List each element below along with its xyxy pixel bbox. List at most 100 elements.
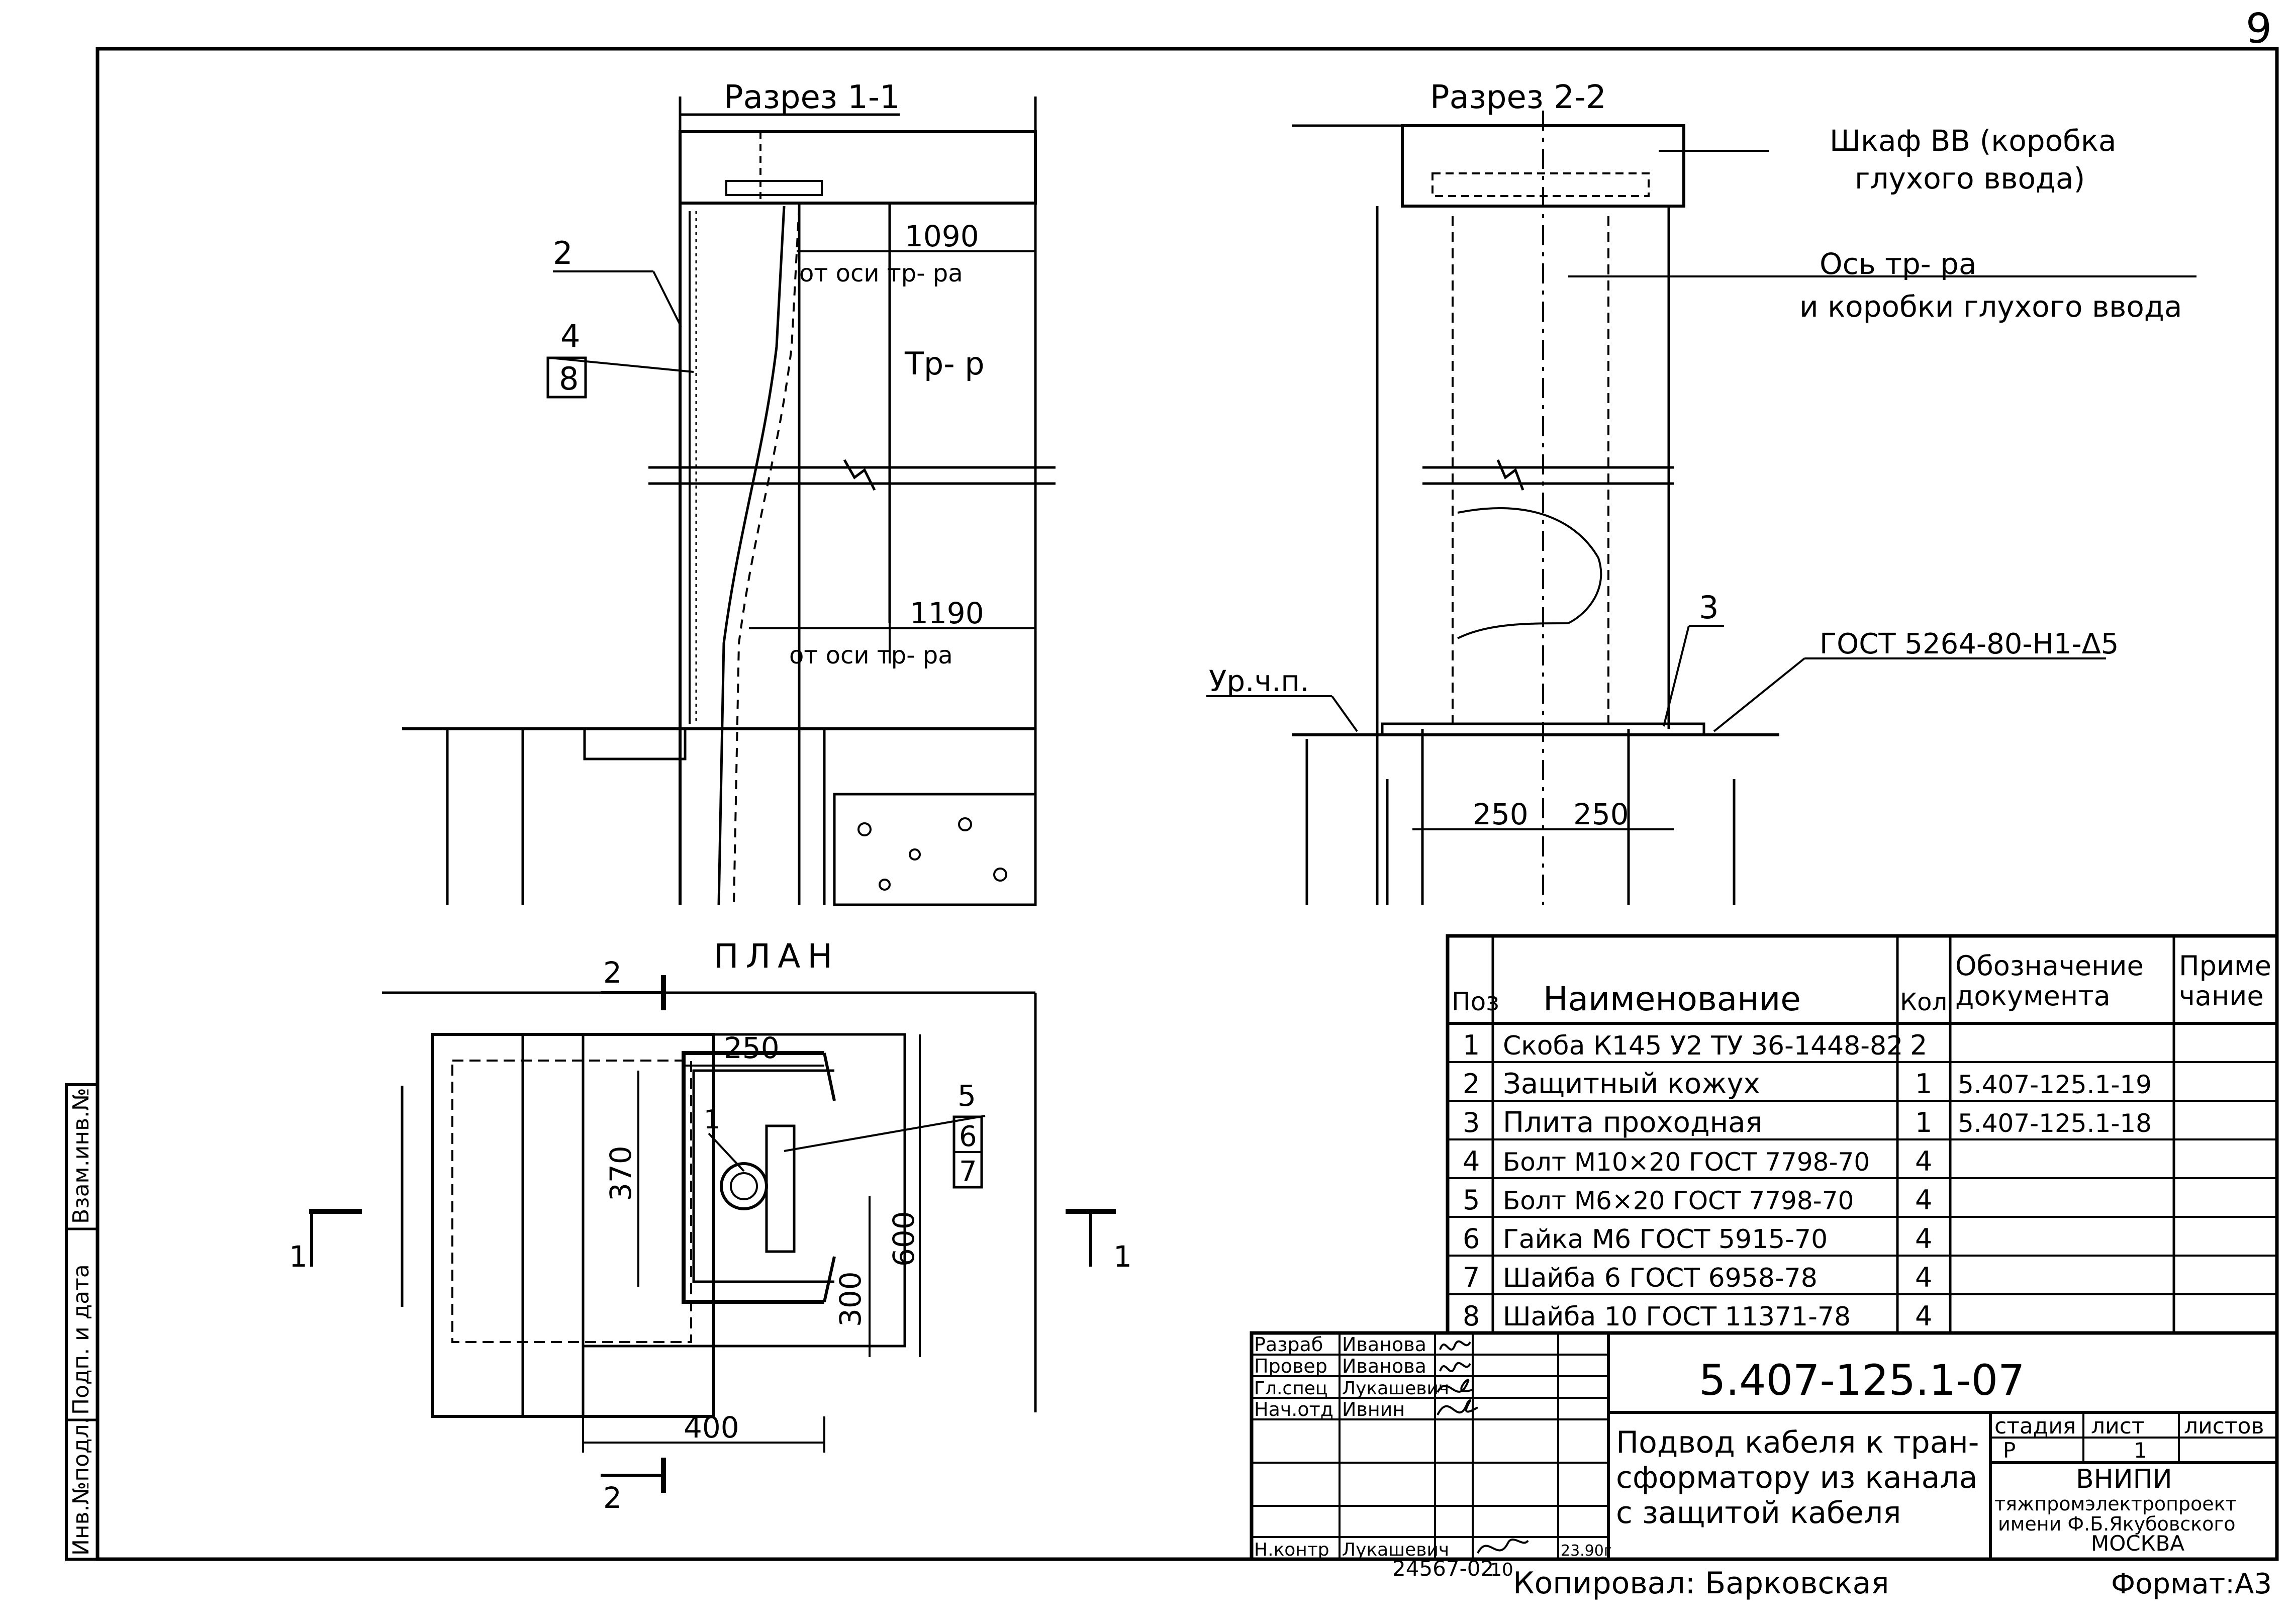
transformer-label: Тр- р xyxy=(904,345,985,382)
cabinet-label-1: Шкаф ВВ (коробка xyxy=(1830,124,2116,158)
callout-4: 4 xyxy=(560,318,580,354)
row1-pos: 1 xyxy=(1463,1029,1480,1061)
signature-5 xyxy=(1477,1539,1529,1554)
th-name: Наименование xyxy=(1543,980,1801,1018)
row4-pos: 4 xyxy=(1463,1145,1480,1177)
cabinet-label-2: глухого ввода) xyxy=(1855,161,2085,196)
sheet-value: 1 xyxy=(2134,1438,2147,1463)
callout-8: 8 xyxy=(559,360,579,397)
th-pos: Поз xyxy=(1452,987,1499,1016)
signature-4 xyxy=(1437,1399,1479,1415)
row6-qty: 4 xyxy=(1915,1223,1932,1255)
signature-3 xyxy=(1437,1379,1473,1393)
stamp-name-5: Лукашевич xyxy=(1342,1540,1449,1560)
row2-name: Защитный кожух xyxy=(1503,1068,1760,1100)
row4-name: Болт М10×20 ГОСТ 7798-70 xyxy=(1503,1148,1870,1177)
row7-name: Шайба 6 ГОСТ 6958-78 xyxy=(1503,1263,1818,1293)
org-line-3: имени Ф.Б.Якубовского xyxy=(1998,1513,2236,1535)
row2-doc: 5.407-125.1-19 xyxy=(1958,1070,2152,1099)
left-margin-strip: Инв.№подл. Подп. и дата Взам.инв.№ xyxy=(65,1083,99,1561)
dim-1090: 1090 xyxy=(905,219,979,253)
title-line-3: с защитой кабеля xyxy=(1616,1495,1901,1531)
dim-plan-400: 400 xyxy=(684,1410,739,1445)
sheet-frame xyxy=(96,47,2279,1561)
stamp-name-3: Лукашевич xyxy=(1342,1378,1449,1399)
row1-qty: 2 xyxy=(1910,1029,1927,1061)
row5-pos: 5 xyxy=(1463,1184,1480,1216)
dim-plan-250: 250 xyxy=(724,1031,780,1065)
row5-qty: 4 xyxy=(1915,1184,1932,1216)
row2-pos: 2 xyxy=(1463,1068,1480,1100)
th-note-2: чание xyxy=(2179,980,2264,1012)
plan-callout-5: 5 xyxy=(958,1079,976,1113)
plan-callout-7: 7 xyxy=(959,1156,977,1188)
stamp-role-2: Провер xyxy=(1254,1355,1327,1377)
stage-value: Р xyxy=(2003,1438,2016,1463)
th-note-1: Приме xyxy=(2179,950,2271,982)
weld-note: ГОСТ 5264-80-Н1-Δ5 xyxy=(1820,628,2119,660)
dim-plan-600: 600 xyxy=(887,1211,921,1267)
stamp-name-2: Иванова xyxy=(1342,1355,1426,1377)
dim-250-left: 250 xyxy=(1473,797,1529,831)
margin-label-replace: Взам.инв.№ xyxy=(68,1088,94,1224)
title-block: Разраб Иванова Провер Иванова Гл.спец Лу… xyxy=(1250,1331,2279,1561)
stage-label: стадия xyxy=(1994,1413,2076,1439)
stamp-role-1: Разраб xyxy=(1254,1333,1323,1356)
row2-qty: 1 xyxy=(1915,1068,1932,1100)
stamp-role-4: Нач.отд xyxy=(1254,1398,1333,1420)
cut-2-bottom-label: 2 xyxy=(603,1481,622,1515)
row4-qty: 4 xyxy=(1915,1145,1932,1177)
stamp-role-5: Н.контр xyxy=(1254,1540,1329,1560)
stamp-name-1: Иванова xyxy=(1342,1333,1426,1356)
dim-plan-300: 300 xyxy=(833,1271,868,1327)
document-code: 5.407-125.1-07 xyxy=(1699,1356,2025,1405)
dim-1090-note: от оси тр- ра xyxy=(799,259,963,288)
margin-label-inv: Инв.№подл. xyxy=(68,1417,94,1556)
row5-name: Болт М6×20 ГОСТ 7798-70 xyxy=(1503,1186,1854,1215)
sheet-format: Формат:А3 xyxy=(2111,1568,2272,1600)
row3-doc: 5.407-125.1-18 xyxy=(1958,1109,2152,1138)
row6-pos: 6 xyxy=(1463,1223,1480,1255)
plan-callout-6: 6 xyxy=(959,1120,977,1153)
axis-label-2: и коробки глухого ввода xyxy=(1799,290,2182,324)
cut-2-top-label: 2 xyxy=(603,956,622,990)
row3-name: Плита проходная xyxy=(1503,1106,1762,1139)
row6-name: Гайка М6 ГОСТ 5915-70 xyxy=(1503,1224,1828,1255)
org-line-1: ВНИПИ xyxy=(2076,1464,2172,1494)
plan-callout-1: 1 xyxy=(704,1105,720,1135)
callout-2: 2 xyxy=(553,235,572,271)
sheet-label: лист xyxy=(2091,1413,2145,1439)
spec-table: Поз Наименование Кол Обозначение докумен… xyxy=(1446,934,2279,1335)
section-1-title: Разрез 1-1 xyxy=(724,79,900,116)
dim-250-right: 250 xyxy=(1573,797,1629,831)
row7-pos: 7 xyxy=(1463,1262,1480,1293)
axis-label-1: Ось тр- ра xyxy=(1820,247,1977,281)
org-line-2: тяжпромэлектропроект xyxy=(1994,1493,2237,1515)
callout-3: 3 xyxy=(1699,589,1718,626)
signature-2 xyxy=(1439,1362,1471,1372)
copied-by: Копировал: Барковская xyxy=(1513,1566,1889,1601)
row1-name: Скоба К145 У2 ТУ 36-1448-82 xyxy=(1503,1031,1903,1061)
archive-number: 24567-02 xyxy=(1392,1556,1494,1581)
page-number: 9 xyxy=(2246,5,2272,53)
title-line-2: сформатору из канала xyxy=(1616,1460,1978,1495)
row8-qty: 4 xyxy=(1915,1300,1932,1332)
plan-title: ПЛАН xyxy=(714,937,839,976)
signature-1 xyxy=(1439,1340,1471,1351)
section-2-title: Разрез 2-2 xyxy=(1430,79,1606,116)
margin-label-sign: Подп. и дата xyxy=(68,1264,94,1415)
cut-1-right-label: 1 xyxy=(1113,1239,1132,1274)
th-doc-1: Обозначение xyxy=(1955,950,2144,982)
org-line-4: МОСКВА xyxy=(2091,1531,2184,1556)
stamp-name-4: Ивнин xyxy=(1342,1398,1405,1420)
th-qty: Кол xyxy=(1900,988,1947,1016)
row3-qty: 1 xyxy=(1915,1107,1932,1138)
section-1-1: Разрез 1-1 1090 от оси тр- ра Тр- р 1190… xyxy=(402,79,1056,906)
archive-number-suffix: 10 xyxy=(1490,1560,1513,1580)
plan-view: ПЛАН 2 2 1 1 250 xyxy=(289,937,1132,1515)
row7-qty: 4 xyxy=(1915,1262,1932,1293)
row8-pos: 8 xyxy=(1463,1300,1480,1332)
section-2-2: Разрез 2-2 Шкаф ВВ (коробка глухого ввод… xyxy=(1206,79,2196,905)
floor-level: Ур.ч.п. xyxy=(1209,664,1309,698)
